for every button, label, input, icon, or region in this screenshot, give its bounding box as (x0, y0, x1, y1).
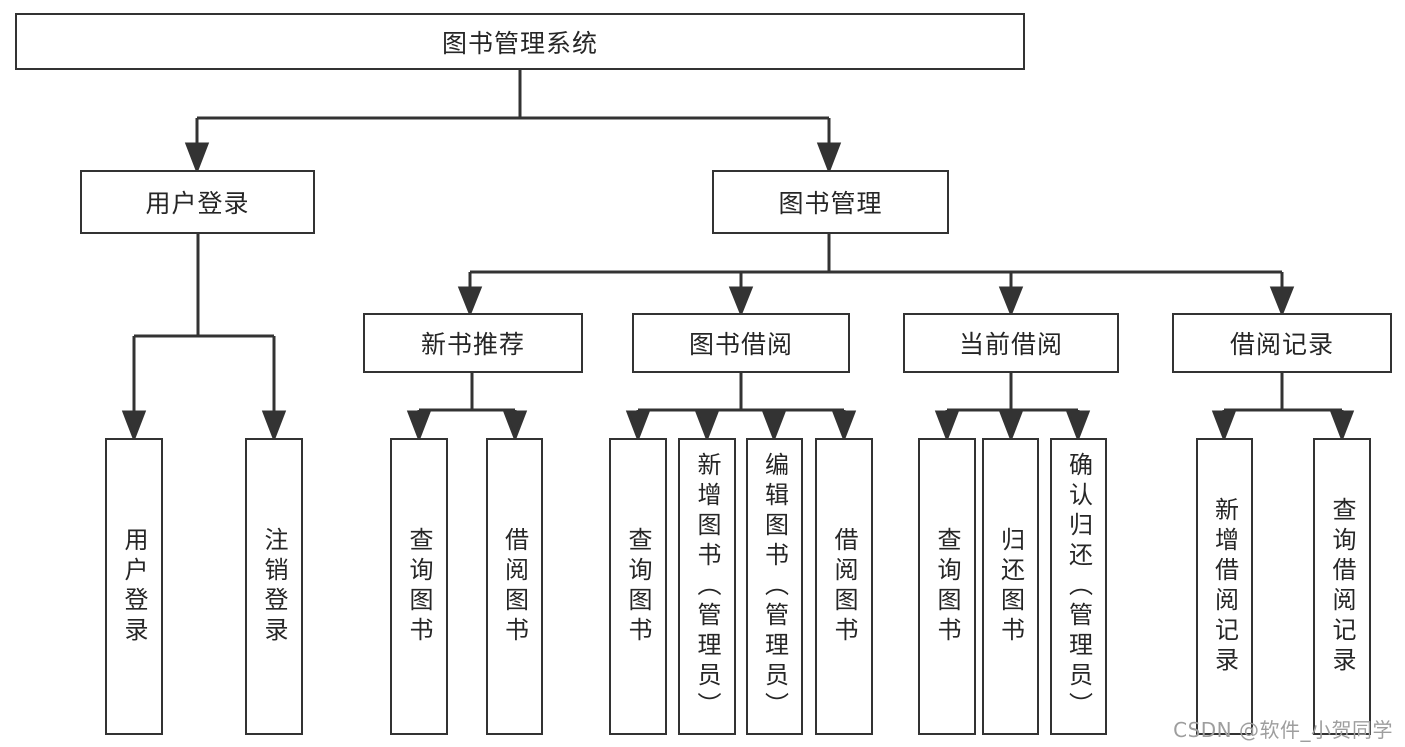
arrow-down-icon (457, 286, 483, 318)
arrow-down-icon (184, 142, 210, 175)
node-new-book-recommendation: 新书推荐 (363, 313, 583, 373)
leaf-cb-query-books: 查询图书 (918, 438, 976, 735)
arrow-down-icon (998, 286, 1024, 318)
arrow-down-icon (625, 410, 651, 443)
node-borrowing-records: 借阅记录 (1172, 313, 1392, 373)
arrow-down-icon (728, 286, 754, 318)
connector-book-management-to-level3 (457, 234, 1295, 318)
arrow-down-icon (1269, 286, 1295, 318)
arrow-down-icon (121, 410, 147, 443)
node-book-management: 图书管理 (712, 170, 949, 234)
leaf-nb-query-books: 查询图书 (390, 438, 448, 735)
leaf-br-query-record: 查询借阅记录 (1313, 438, 1371, 735)
arrow-down-icon (831, 410, 857, 443)
node-library-system: 图书管理系统 (15, 13, 1025, 70)
leaf-user-login: 用户登录 (105, 438, 163, 735)
arrow-down-icon (502, 410, 528, 443)
arrow-down-icon (1065, 410, 1091, 443)
connector-book-borrowing-to-leaves (625, 373, 857, 443)
leaf-br-add-record: 新增借阅记录 (1196, 438, 1253, 735)
arrow-down-icon (694, 410, 720, 443)
connector-borrowing-records-to-leaves (1211, 373, 1355, 443)
connector-new-book-to-leaves (406, 373, 528, 443)
leaf-bb-borrow-books: 借阅图书 (815, 438, 873, 735)
arrow-down-icon (934, 410, 960, 443)
leaf-cb-confirm-return-admin: 确认归还（管理员） (1050, 438, 1107, 735)
arrow-down-icon (816, 142, 842, 175)
leaf-bb-add-books-admin: 新增图书（管理员） (678, 438, 736, 735)
leaf-bb-edit-books-admin: 编辑图书（管理员） (746, 438, 803, 735)
node-current-borrowing: 当前借阅 (903, 313, 1119, 373)
arrow-down-icon (1211, 410, 1237, 443)
leaf-logout: 注销登录 (245, 438, 303, 735)
node-user-login: 用户登录 (80, 170, 315, 234)
leaf-nb-borrow-books: 借阅图书 (486, 438, 543, 735)
node-book-borrowing: 图书借阅 (632, 313, 850, 373)
connector-user-login-to-leaves (121, 234, 287, 443)
connector-root-to-level2 (184, 70, 842, 175)
arrow-down-icon (261, 410, 287, 443)
arrow-down-icon (761, 410, 787, 443)
leaf-cb-return-books: 归还图书 (982, 438, 1039, 735)
arrow-down-icon (406, 410, 432, 443)
leaf-bb-query-books: 查询图书 (609, 438, 667, 735)
csdn-watermark: CSDN @软件_小贺同学 (1173, 718, 1393, 742)
arrow-down-icon (998, 410, 1024, 443)
arrow-down-icon (1329, 410, 1355, 443)
connector-current-borrowing-to-leaves (934, 373, 1091, 443)
